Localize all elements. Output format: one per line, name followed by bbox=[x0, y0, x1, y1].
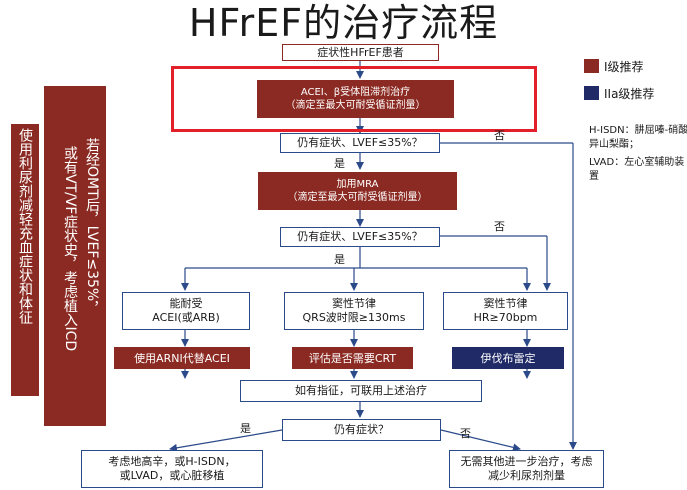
yes-label-2: 是 bbox=[334, 253, 345, 266]
legend-swatch-class-iia bbox=[584, 86, 599, 100]
no-label-1: 否 bbox=[494, 129, 505, 142]
yes-label-3: 是 bbox=[240, 422, 251, 435]
end-box-no-further-therapy: 无需其他进一步治疗，考虑 减少利尿剂剂量 bbox=[449, 450, 604, 488]
question-3-text: 仍有症状？ bbox=[334, 423, 389, 436]
branch-right-line-1: 窦性节律 bbox=[483, 297, 528, 310]
branch-box-tolerate-acei: 能耐受 ACEI(或ARB) bbox=[122, 292, 250, 330]
branch-box-qrs: 窦性节律 QRS波时限≥130ms bbox=[284, 292, 424, 330]
branch-box-heart-rate: 窦性节律 HR≥70bpm bbox=[443, 292, 568, 330]
branch-right-line-2: HR≥70bpm bbox=[473, 311, 538, 324]
combine-therapy-box: 如有指征，可联用上述治疗 bbox=[240, 380, 482, 402]
page-title: HFrEF的治疗流程 bbox=[188, 1, 499, 45]
branch-left-line-1: 能耐受 bbox=[169, 297, 203, 310]
question-box-1: 仍有症状、LVEF≤35%？ bbox=[280, 133, 440, 153]
crt-box: 评估是否需要CRT bbox=[292, 347, 413, 369]
note-lvad: LVAD：左心室辅助装置 bbox=[589, 157, 685, 182]
start-text: 症状性HFrEF患者 bbox=[317, 45, 404, 59]
icd-text-line-1: 若经OMT后，LVEF≤35%， bbox=[84, 138, 100, 316]
no-label-2: 否 bbox=[494, 220, 505, 233]
diuretic-text: 使用利尿剂减轻充血症状和体征 bbox=[17, 128, 33, 324]
end-box-further-therapy: 考虑地高辛，或H-ISDN， 或LVAD，或心脏移植 bbox=[81, 450, 263, 488]
icd-band: 若经OMT后，LVEF≤35%， 或有VT/VF症状史，考虑植入ICD bbox=[44, 86, 106, 426]
legend-swatch-class-i bbox=[584, 59, 599, 73]
abbreviation-notes: H-ISDN：肼屈嗪-硝酸异山梨酯； LVAD：左心室辅助装置 bbox=[589, 124, 687, 184]
diuretic-band: 使用利尿剂减轻充血症状和体征 bbox=[11, 124, 39, 396]
end-left-line-1: 考虑地高辛，或H-ISDN， bbox=[108, 455, 236, 468]
end-left-line-2: 或LVAD，或心脏移植 bbox=[119, 469, 225, 482]
branch-left-line-2: ACEI(或ARB) bbox=[152, 311, 220, 324]
legend-label-class-i: I级推荐 bbox=[604, 60, 644, 74]
highlight-frame bbox=[171, 66, 537, 132]
no-label-3: 否 bbox=[460, 427, 471, 440]
icd-text-line-2: 或有VT/VF症状史，考虑植入ICD bbox=[62, 146, 78, 352]
yes-label-1: 是 bbox=[334, 157, 345, 170]
combine-text: 如有指征，可联用上述治疗 bbox=[295, 384, 427, 397]
end-right-line-2: 减少利尿剂剂量 bbox=[488, 469, 565, 482]
legend-label-class-iia: IIa级推荐 bbox=[604, 87, 655, 101]
mra-box: 加用MRA （滴定至最大可耐受循证剂量） bbox=[258, 172, 457, 210]
ivabradine-box: 伊伐布雷定 bbox=[452, 347, 564, 369]
branch-mid-line-2: QRS波时限≥130ms bbox=[302, 311, 406, 324]
question-box-2: 仍有症状、LVEF≤35%？ bbox=[280, 227, 440, 247]
end-right-line-1: 无需其他进一步治疗，考虑 bbox=[460, 455, 593, 468]
acei-beta-blocker-box: ACEI、β受体阻滞剂治疗 （滴定至最大可耐受循证剂量） bbox=[257, 80, 454, 118]
start-box-hfref-patients: 症状性HFrEF患者 bbox=[282, 44, 439, 61]
question-2-text: 仍有症状、LVEF≤35%？ bbox=[297, 230, 423, 243]
question-1-text: 仍有症状、LVEF≤35%？ bbox=[297, 136, 423, 149]
note-h-isdn: H-ISDN：肼屈嗪-硝酸异山梨酯； bbox=[589, 125, 687, 150]
question-box-3: 仍有症状？ bbox=[282, 419, 441, 441]
arni-box: 使用ARNI代替ACEI bbox=[114, 347, 250, 369]
branch-mid-line-1: 窦性节律 bbox=[332, 297, 376, 310]
